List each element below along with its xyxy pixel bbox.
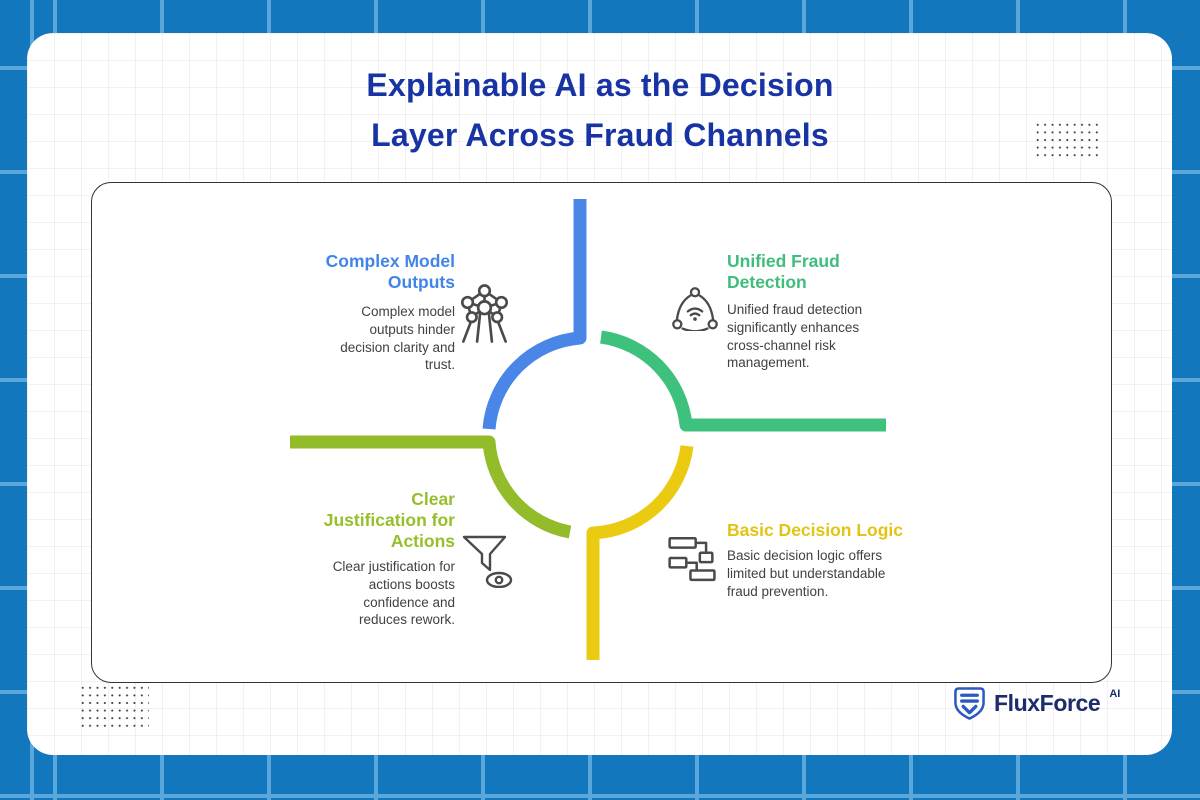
quadrant-heading-unified-fraud-detection: Unified Fraud Detection	[727, 251, 840, 292]
page-title: Explainable AI as the Decision Layer Acr…	[366, 67, 834, 153]
brand-name: FluxForce	[994, 690, 1101, 716]
funnel-eye-icon	[462, 535, 513, 588]
dot-pattern-top-right-decoration	[1034, 121, 1103, 161]
quadrant-description-clear-justification: Clear justification for actions boosts c…	[332, 559, 455, 628]
quadrant-description-complex-model-outputs: Complex model outputs hinder decision cl…	[340, 304, 455, 373]
quadrant-description-unified-fraud-detection: Unified fraud detection significantly en…	[727, 302, 863, 371]
brand-suffix: AI	[1109, 688, 1121, 700]
quadrant-description-basic-decision-logic: Basic decision logic offers limited but …	[727, 548, 886, 599]
shield-logo-icon	[954, 686, 985, 720]
molecule-team-icon	[460, 284, 509, 343]
diagram-card	[91, 182, 1112, 683]
flowchart-icon	[668, 536, 716, 582]
quadrant-heading-clear-justification: Clear Justification for Actions	[323, 489, 455, 551]
broadcast-network-icon	[672, 287, 718, 331]
quadrant-heading-complex-model-outputs: Complex Model Outputs	[325, 251, 455, 292]
brand-logo: FluxForce AI	[953, 685, 1120, 721]
dot-pattern-bottom-left-decoration	[79, 684, 149, 731]
quadrant-heading-basic-decision-logic: Basic Decision Logic	[727, 520, 904, 540]
